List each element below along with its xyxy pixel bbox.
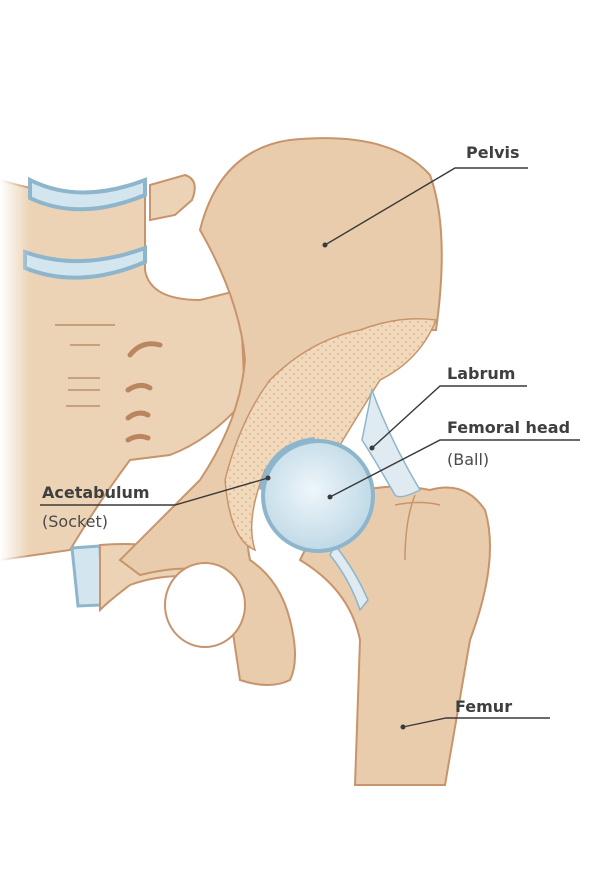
acetabulum-label: Acetabulum [42, 483, 150, 502]
acetabular-cartilage [259, 437, 316, 491]
leader-lines [40, 167, 580, 728]
femur-label: Femur [455, 697, 513, 716]
femoral-head-ball [261, 439, 375, 553]
obturator-foramen [164, 562, 246, 648]
pelvis-bone [118, 137, 443, 686]
labrum-label: Labrum [447, 364, 516, 383]
acetabulum-bone [224, 318, 438, 552]
ligament [329, 543, 369, 612]
femoral-head-label: Femoral head [447, 418, 571, 437]
labrum-tissue [361, 387, 422, 498]
femoral-head-sublabel: (Ball) [447, 450, 490, 469]
acetabulum-sublabel: (Socket) [42, 512, 109, 531]
pelvis-label: Pelvis [466, 143, 520, 162]
